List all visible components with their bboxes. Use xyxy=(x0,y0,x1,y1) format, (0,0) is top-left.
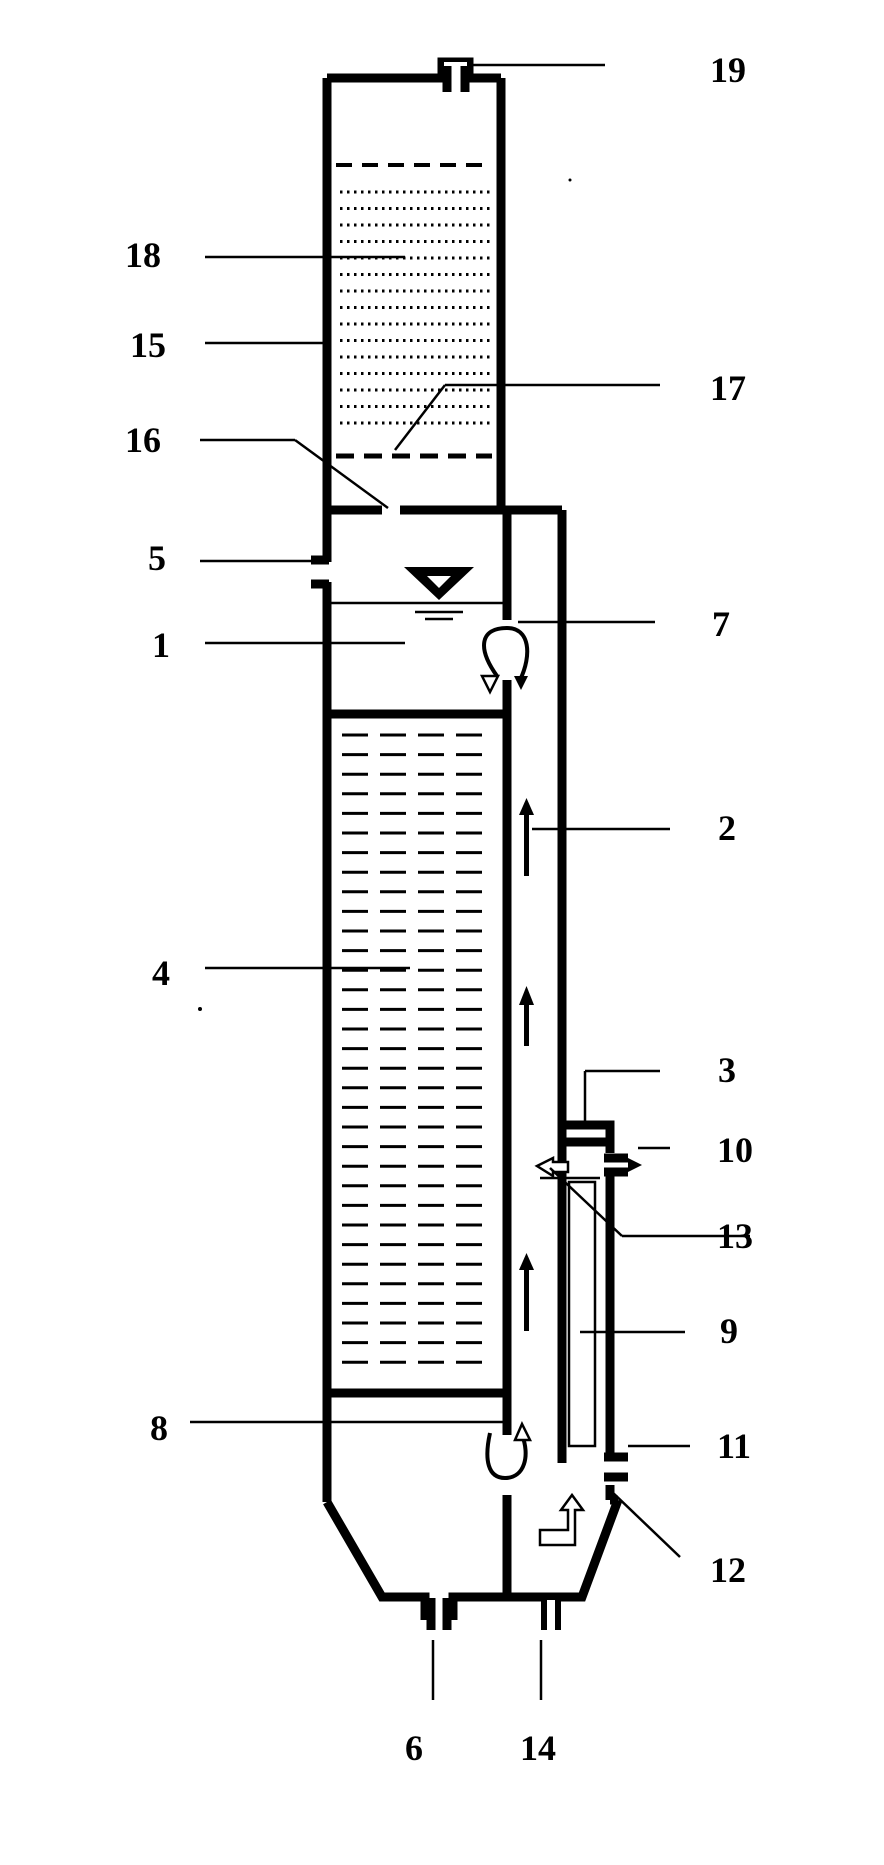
port-11 xyxy=(604,1452,628,1482)
packing-media-18 xyxy=(340,190,492,425)
flow-arrow-13 xyxy=(534,1155,570,1179)
label-6: 6 xyxy=(405,1728,423,1768)
label-17: 17 xyxy=(710,368,746,408)
outlet-pipe-19 xyxy=(442,62,470,92)
label-12: 12 xyxy=(710,1550,746,1590)
upper-filter-column xyxy=(322,57,506,1502)
leader-lines xyxy=(190,63,750,1700)
label-15: 15 xyxy=(130,325,166,365)
flow-arrow-up xyxy=(519,798,534,876)
label-19: 19 xyxy=(710,50,746,90)
label-1: 1 xyxy=(152,625,170,665)
stray-speck xyxy=(568,178,572,182)
label-14: 14 xyxy=(520,1728,556,1768)
label-3: 3 xyxy=(718,1050,736,1090)
circulation-arrow-8 xyxy=(485,1421,533,1481)
circulation-arrow-7 xyxy=(479,625,530,695)
flow-arrow-up xyxy=(519,986,534,1046)
flow-arrow-bottom xyxy=(538,1492,586,1547)
bottom-cone xyxy=(323,1498,623,1620)
drain-pipe-14 xyxy=(541,1600,561,1630)
inlet-5 xyxy=(311,555,342,589)
filler-media-4 xyxy=(342,733,492,1364)
filler-block-4 xyxy=(327,709,505,1398)
stray-speck xyxy=(198,1007,202,1011)
water-level-symbol xyxy=(330,567,505,621)
port-10 xyxy=(604,1153,642,1177)
label-11: 11 xyxy=(717,1426,751,1466)
label-10: 10 xyxy=(717,1130,753,1170)
flow-arrow-up xyxy=(519,1253,534,1331)
label-9: 9 xyxy=(720,1311,738,1351)
side-chamber-3 xyxy=(557,1120,618,1505)
label-2: 2 xyxy=(718,808,736,848)
label-4: 4 xyxy=(152,953,170,993)
label-5: 5 xyxy=(148,538,166,578)
membrane-module-9 xyxy=(567,1180,597,1448)
label-18: 18 xyxy=(125,235,161,275)
drain-pipe-6 xyxy=(426,1598,452,1630)
part-labels: 19 18 15 17 16 5 7 1 2 4 3 10 13 9 8 11 … xyxy=(125,50,753,1768)
label-16: 16 xyxy=(125,420,161,460)
label-8: 8 xyxy=(150,1408,168,1448)
label-13: 13 xyxy=(717,1216,753,1256)
label-7: 7 xyxy=(712,604,730,644)
